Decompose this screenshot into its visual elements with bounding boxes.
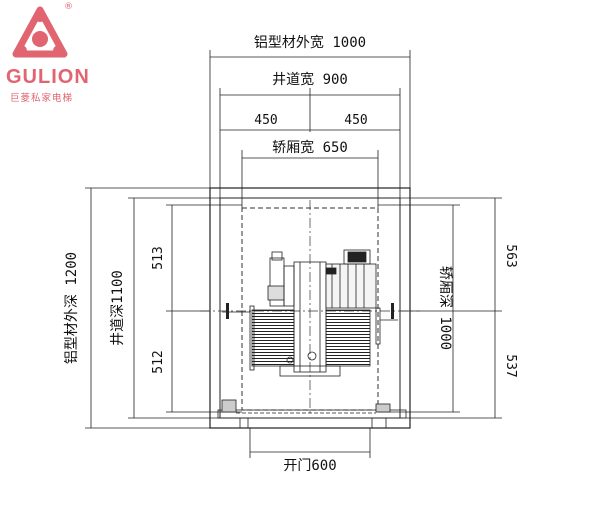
dim-half-left-label: 450 bbox=[254, 113, 277, 128]
left-rail bbox=[226, 303, 229, 319]
dim-car-depth bbox=[378, 204, 460, 413]
dim-outer-depth-label: 铝型材外深 1200 bbox=[64, 252, 80, 364]
dim-car-width-label: 轿厢宽 650 bbox=[272, 139, 348, 156]
dim-upper-left-label: 513 bbox=[151, 246, 166, 269]
dim-lower-right-label: 537 bbox=[503, 354, 518, 377]
logo-mark-icon bbox=[12, 6, 68, 58]
logo-brand-name: GULION bbox=[6, 66, 90, 88]
dim-left-split bbox=[166, 204, 242, 413]
dim-door-opening-label: 开门600 bbox=[283, 458, 336, 474]
dim-shaft-width bbox=[219, 88, 401, 200]
dim-shaft-depth bbox=[128, 197, 222, 419]
dim-outer-width bbox=[209, 50, 411, 190]
dim-shaft-width-label: 井道宽 900 bbox=[272, 71, 348, 88]
logo-registered-mark: ® bbox=[64, 2, 73, 12]
dim-car-width bbox=[241, 150, 379, 212]
dim-lower-left-label: 512 bbox=[151, 350, 166, 373]
dim-shaft-depth-label: 井道深1100 bbox=[110, 270, 126, 346]
door-sill bbox=[217, 399, 407, 429]
dim-outer-depth bbox=[85, 187, 210, 429]
right-rail bbox=[391, 303, 394, 319]
dim-car-depth-label: 轿厢深 1000 bbox=[437, 266, 453, 350]
dim-upper-right-label: 563 bbox=[503, 244, 518, 267]
drive-machine bbox=[222, 249, 398, 377]
dim-door-opening bbox=[249, 428, 371, 458]
dim-half-right-label: 450 bbox=[344, 113, 367, 128]
dim-outer-width-label: 铝型材外宽 1000 bbox=[254, 34, 366, 51]
logo-tagline: 巨菱私家电梯 bbox=[10, 93, 74, 104]
